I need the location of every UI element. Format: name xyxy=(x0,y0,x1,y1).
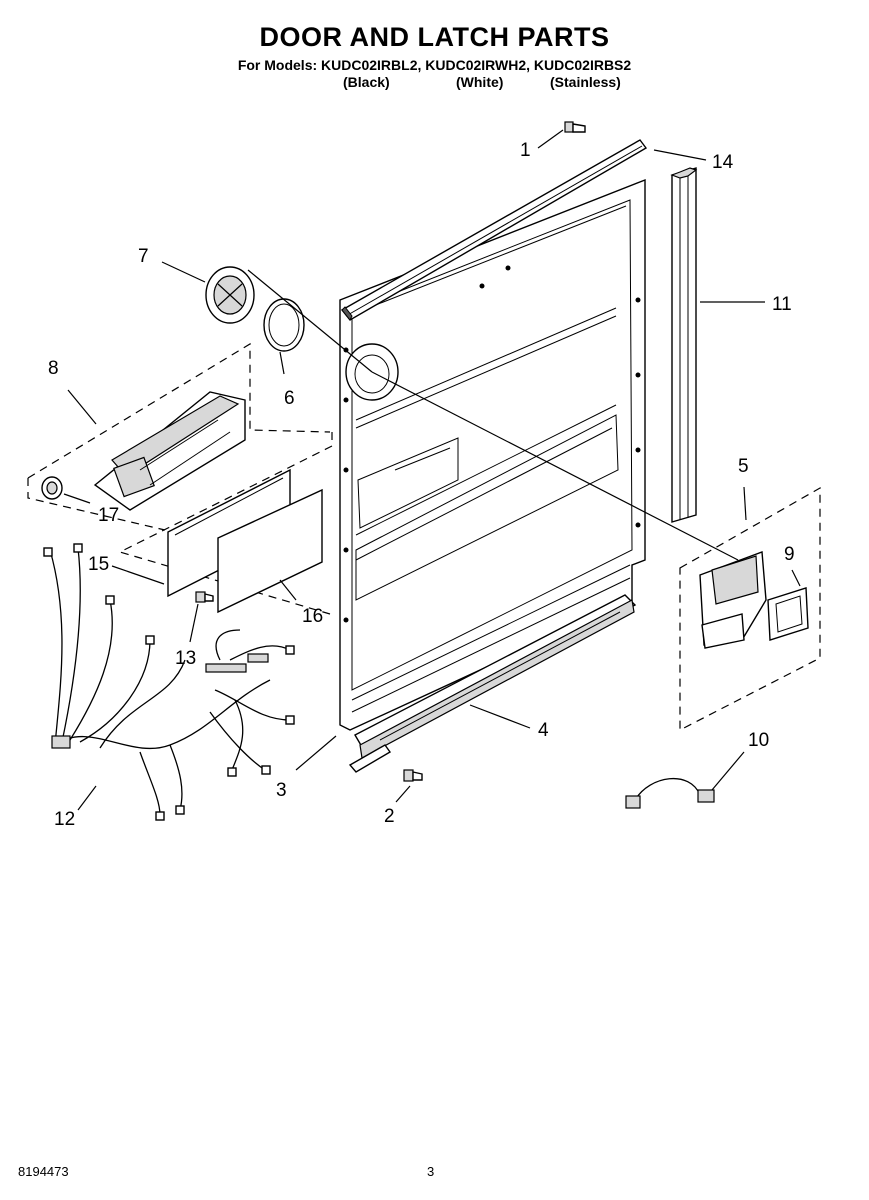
leader-16 xyxy=(279,579,297,601)
leader-7 xyxy=(161,261,206,283)
callout-11: 11 xyxy=(772,294,792,315)
callout-6: 6 xyxy=(284,388,295,409)
callout-16: 16 xyxy=(302,606,323,627)
latch-gasket xyxy=(767,587,809,641)
callout-5: 5 xyxy=(738,456,749,477)
models-line: For Models: KUDC02IRBL2, KUDC02IRWH2, KU… xyxy=(237,57,632,73)
callout-8: 8 xyxy=(48,358,59,379)
leader-4 xyxy=(469,704,531,729)
latch-wire xyxy=(625,778,715,809)
button-knob xyxy=(41,476,63,500)
callout-2: 2 xyxy=(384,806,395,827)
callout-7: 7 xyxy=(138,246,149,267)
callout-12: 12 xyxy=(54,809,75,830)
finish-white: (White) xyxy=(456,74,504,90)
leader-3 xyxy=(295,735,337,771)
leader-8 xyxy=(67,389,97,425)
inner-door-panel xyxy=(339,178,646,731)
dispenser-seal-ring xyxy=(263,298,305,352)
page-title: DOOR AND LATCH PARTS xyxy=(259,22,610,52)
finish-black: (Black) xyxy=(343,74,390,90)
callout-14: 14 xyxy=(712,152,734,173)
leader-9 xyxy=(791,569,801,587)
door-latch xyxy=(699,551,767,649)
leader-1 xyxy=(537,129,564,149)
control-panel-insulation xyxy=(217,488,323,614)
callout-4: 4 xyxy=(538,720,549,741)
callout-17: 17 xyxy=(98,505,119,526)
group-8-outline-lower xyxy=(27,478,166,531)
group-8-outline xyxy=(27,342,331,479)
leader-17 xyxy=(63,493,91,504)
finish-stainless: (Stainless) xyxy=(550,74,621,90)
leader-2 xyxy=(395,785,411,803)
dispenser-cap xyxy=(205,266,255,324)
leader-10 xyxy=(711,751,745,791)
latch-alignment-line xyxy=(371,371,739,561)
leader-6 xyxy=(279,351,285,375)
panel-screw xyxy=(195,591,214,603)
top-door-strip xyxy=(340,139,648,321)
callout-10: 10 xyxy=(748,730,769,751)
leader-13 xyxy=(189,603,199,643)
wire-harness xyxy=(43,543,295,821)
page-number: 3 xyxy=(427,1164,435,1179)
leader-5 xyxy=(743,486,747,521)
bottom-screw xyxy=(403,769,423,782)
top-screw xyxy=(564,121,586,133)
bottom-door-trim xyxy=(348,594,637,773)
cap-alignment-line xyxy=(247,269,373,373)
side-gasket xyxy=(670,167,698,523)
document-number: 8194473 xyxy=(18,1164,69,1179)
callout-3: 3 xyxy=(276,780,287,801)
group-15-outline xyxy=(118,432,333,615)
callout-15: 15 xyxy=(88,554,109,575)
callout-1: 1 xyxy=(520,140,531,161)
leader-12 xyxy=(77,785,97,811)
callout-13: 13 xyxy=(175,648,196,669)
leader-14 xyxy=(653,149,707,161)
callout-9: 9 xyxy=(784,544,795,565)
leader-15 xyxy=(111,565,165,585)
control-housing xyxy=(93,391,246,511)
